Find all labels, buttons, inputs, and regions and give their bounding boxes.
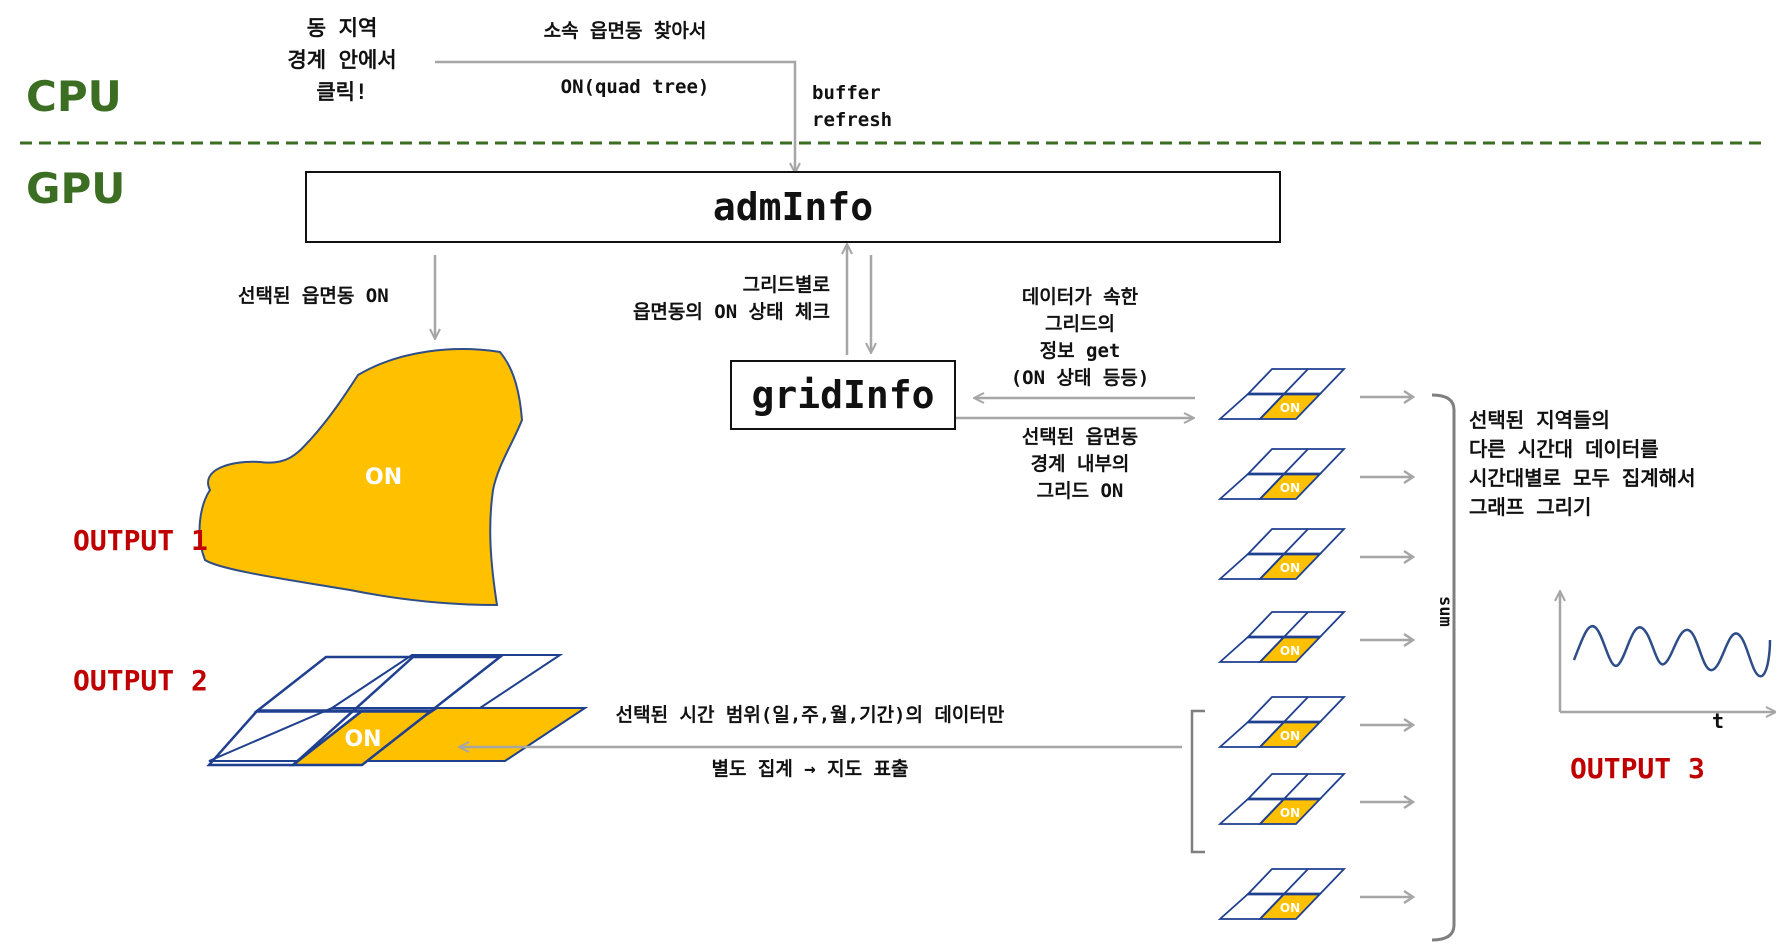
mini-grid-on-label: ON (1280, 644, 1300, 658)
region-on-label: ON (365, 465, 403, 490)
grid-on-text: 선택된 읍면동 경계 내부의 그리드 ON (1021, 426, 1139, 502)
adminfo-label: admInfo (712, 185, 874, 229)
output2-label: OUTPUT 2 (73, 664, 208, 697)
mini-grid-3: ON (1218, 528, 1416, 580)
grid-check-text: 그리드별로 읍면동의 ON 상태 체크 (632, 274, 830, 323)
buffer-refresh-text: buffer refresh (812, 82, 893, 131)
selected-region-shape (198, 348, 524, 607)
sum-label: sum (1435, 596, 1455, 627)
adminfo-box: admInfo (305, 171, 1281, 243)
data-get-text: 데이터가 속한 그리드의 정보 get (ON 상태 등등) (1010, 286, 1150, 389)
mini-grid-on-label: ON (1280, 901, 1300, 915)
mini-grid-on-label: ON (1280, 729, 1300, 743)
mini-grid-6: ON (1218, 773, 1416, 825)
selected-on-text: 선택된 읍면동 ON (238, 285, 389, 307)
grid-cell-tl (328, 654, 564, 709)
graph-t-label: t (1712, 709, 1725, 733)
click-to-adminfo-arrow (435, 60, 795, 172)
output3-graph (1560, 592, 1775, 712)
mini-grid-column: ON ON ON ON ON ON ON (1218, 367, 1418, 947)
mini-grid-4: ON (1218, 611, 1416, 663)
aggregate-text: 별도 집계 → 지도 표출 (711, 758, 909, 780)
gridinfo-box: gridInfo (730, 360, 956, 430)
graph-series-line (1572, 625, 1772, 678)
output2-grid-svg: ON (206, 655, 504, 767)
mini-grid-1: ON (1218, 368, 1416, 420)
output3-label: OUTPUT 3 (1570, 752, 1705, 785)
output1-label: OUTPUT 1 (73, 524, 208, 557)
sum-brace (1431, 393, 1456, 942)
time-range-bracket (1190, 709, 1205, 854)
mini-grid-on-label: ON (1280, 481, 1300, 495)
mini-grid-5: ON (1218, 696, 1416, 748)
quadtree-text: ON(quad tree) (560, 76, 710, 98)
mini-grid-7: ON (1218, 868, 1416, 920)
graph-description: 선택된 지역들의 다른 시간대 데이터를 시간대별로 모두 집계해서 그래프 그… (1469, 408, 1696, 519)
mini-grid-on-label: ON (1280, 806, 1300, 820)
mini-grid-on-label: ON (1280, 401, 1300, 415)
mini-grid-on-label: ON (1280, 561, 1300, 575)
output2-on-label: ON (344, 727, 381, 752)
gpu-layer-label: GPU (26, 164, 126, 213)
search-text: 소속 읍면동 찾아서 (543, 20, 707, 42)
gridinfo-label: gridInfo (751, 373, 935, 417)
time-range-text: 선택된 시간 범위(일,주,월,기간)의 데이터만 (615, 704, 1005, 726)
cpu-layer-label: CPU (26, 72, 122, 121)
mini-grid-2: ON (1218, 448, 1416, 500)
click-instruction: 동 지역 경계 안에서 클릭! (287, 16, 397, 104)
